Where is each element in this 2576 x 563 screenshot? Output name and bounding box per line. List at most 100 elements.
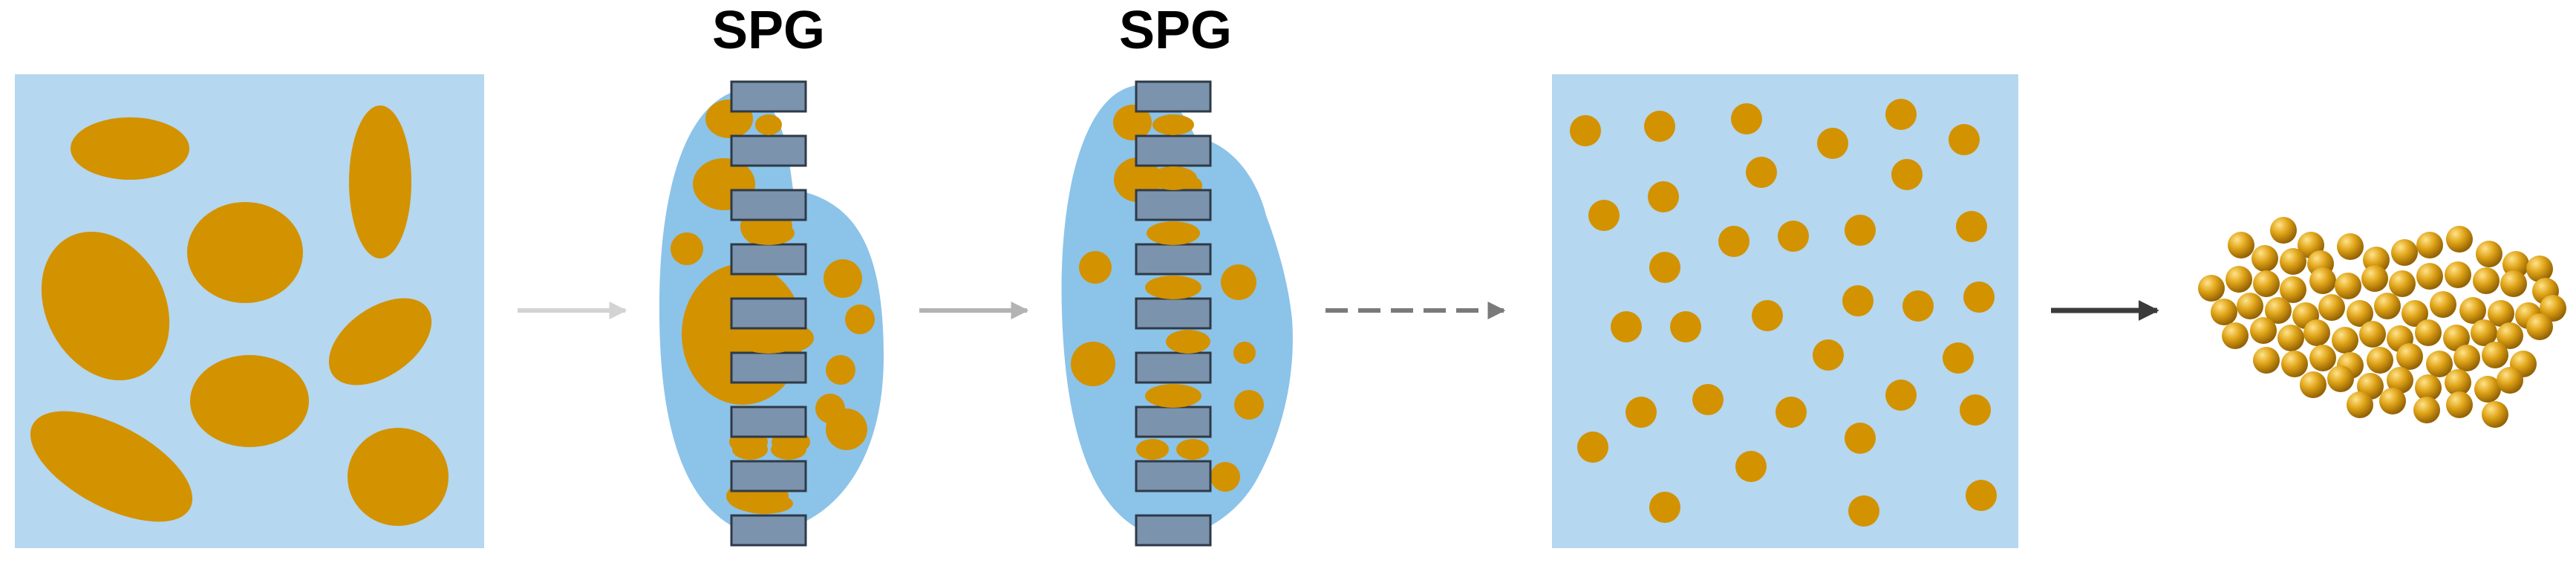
spg-label-1: SPG xyxy=(712,1,825,60)
droplet xyxy=(1570,115,1601,146)
nanoparticle xyxy=(2250,317,2277,344)
nanoparticle xyxy=(2430,291,2456,318)
nanoparticle xyxy=(2367,347,2393,374)
droplet xyxy=(1902,290,1934,322)
membrane-pore xyxy=(730,80,807,113)
nanoparticle xyxy=(2445,261,2471,288)
droplet xyxy=(1752,300,1783,331)
membrane-pore xyxy=(730,134,807,167)
nanoparticle xyxy=(2500,270,2527,297)
nanoparticle xyxy=(2359,321,2386,348)
nanoparticle xyxy=(2281,351,2308,377)
nanoparticle xyxy=(2347,391,2373,418)
membrane-pore xyxy=(1135,460,1212,492)
nanoparticle xyxy=(2416,263,2443,290)
nanoparticle xyxy=(2198,275,2225,302)
membrane-pore xyxy=(1135,406,1212,438)
nanoparticle xyxy=(2474,376,2501,403)
nanoparticle xyxy=(2309,345,2336,371)
droplet xyxy=(1963,282,1995,313)
membrane-pore xyxy=(1135,351,1212,384)
droplet xyxy=(1577,432,1608,463)
membrane-pore xyxy=(730,351,807,384)
nanoparticle xyxy=(2416,232,2443,258)
nanoparticle xyxy=(2251,245,2278,272)
droplet xyxy=(1166,330,1210,354)
droplet xyxy=(1966,480,1997,511)
nanoparticle xyxy=(2389,270,2416,297)
nanoparticle xyxy=(2391,239,2418,266)
droplet xyxy=(1960,394,1991,426)
membrane-pore xyxy=(1135,514,1212,547)
droplet xyxy=(1649,252,1680,283)
droplet xyxy=(1845,423,1876,454)
droplet xyxy=(755,114,782,135)
droplet xyxy=(737,493,793,514)
droplet xyxy=(1611,311,1642,342)
droplet xyxy=(1817,128,1848,159)
droplet xyxy=(1956,211,1987,242)
nanoparticle xyxy=(2526,256,2553,282)
droplet xyxy=(824,259,862,298)
droplet xyxy=(1891,159,1923,190)
nanoparticle xyxy=(2482,342,2508,368)
nanoparticle xyxy=(2415,319,2442,346)
nanoparticle xyxy=(2413,397,2440,423)
nanoparticle xyxy=(2222,322,2249,349)
droplet xyxy=(187,202,303,303)
nanoparticle xyxy=(2443,325,2470,351)
droplet xyxy=(1731,103,1762,134)
nanoparticle xyxy=(2265,297,2292,324)
droplet xyxy=(1221,264,1256,300)
droplet xyxy=(1885,99,1917,130)
membrane-pore xyxy=(1135,134,1212,167)
nanoparticle xyxy=(2445,369,2471,396)
droplet xyxy=(1152,114,1194,135)
nanoparticle xyxy=(2396,343,2423,370)
nanoparticle xyxy=(2270,217,2297,244)
nanoparticle xyxy=(2361,265,2388,292)
droplet xyxy=(30,411,193,522)
spg-label-2: SPG xyxy=(1119,1,1232,60)
droplet xyxy=(743,221,795,245)
spg-membrane-2: SPG xyxy=(1061,1,1293,547)
droplet xyxy=(1692,384,1724,415)
nanoparticle xyxy=(2476,241,2502,267)
membrane-pore xyxy=(1135,80,1212,113)
droplet xyxy=(1071,342,1115,386)
nanoparticle xyxy=(2459,297,2486,324)
nanoparticle xyxy=(2473,267,2500,294)
droplet xyxy=(1150,166,1197,190)
coarse-emulsion-panel xyxy=(15,74,484,548)
nanoparticle xyxy=(2327,365,2354,392)
fine-emulsion-panel xyxy=(1552,74,2018,548)
nanoparticle xyxy=(2471,319,2497,346)
nanoparticle xyxy=(2540,295,2566,322)
droplet xyxy=(328,298,432,385)
nanoparticle xyxy=(2309,267,2336,294)
droplet xyxy=(1588,200,1620,231)
nanoparticle xyxy=(2237,293,2263,319)
nanoparticle xyxy=(2488,300,2514,327)
droplet xyxy=(1885,380,1917,411)
droplet xyxy=(1079,251,1112,284)
droplet xyxy=(1626,397,1657,428)
nanoparticle xyxy=(2502,251,2529,278)
membrane-pore xyxy=(1135,243,1212,276)
droplet xyxy=(732,439,768,460)
droplet xyxy=(1176,439,1209,460)
nanoparticle xyxy=(2426,351,2453,377)
nanoparticle-cluster xyxy=(2198,217,2566,428)
nanoparticle xyxy=(2280,248,2306,275)
droplet xyxy=(1648,181,1679,212)
membrane-pore xyxy=(1135,297,1212,330)
droplet xyxy=(826,355,855,385)
nanoparticle xyxy=(2280,276,2306,303)
droplet xyxy=(771,439,806,460)
droplet xyxy=(1848,495,1879,527)
nanoparticle xyxy=(2228,232,2254,258)
nanoparticle xyxy=(2347,300,2373,327)
nanoparticle xyxy=(2482,401,2508,428)
nanoparticle xyxy=(2446,391,2473,418)
nanoparticle xyxy=(2453,345,2480,371)
